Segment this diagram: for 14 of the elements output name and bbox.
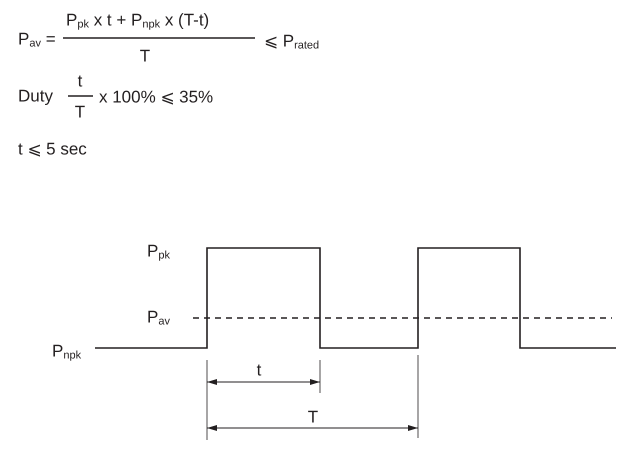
- formula-text: t: [78, 72, 82, 90]
- signal-label: P$_{pk}$: [147, 242, 170, 262]
- formula-text: P$_{av}$ =: [18, 30, 56, 50]
- formula-text: x 100% ⩽ 35%: [99, 88, 214, 106]
- formula-text: Duty: [18, 88, 53, 104]
- formula-text: P$_{pk}$ x t + P$_{npk}$ x (T-t): [66, 12, 210, 30]
- signal-label: P$_{av}$: [147, 308, 170, 328]
- signal-label: P$_{npk}$: [52, 342, 82, 362]
- formula-text: ⩽ P$_{rated}$: [264, 32, 320, 52]
- formula-text: T: [74, 104, 86, 120]
- dimension-label: T: [308, 408, 318, 426]
- dimension-label: t: [256, 362, 262, 378]
- formula-text: T: [140, 48, 150, 64]
- formula-text: t ⩽ 5 sec: [18, 140, 87, 158]
